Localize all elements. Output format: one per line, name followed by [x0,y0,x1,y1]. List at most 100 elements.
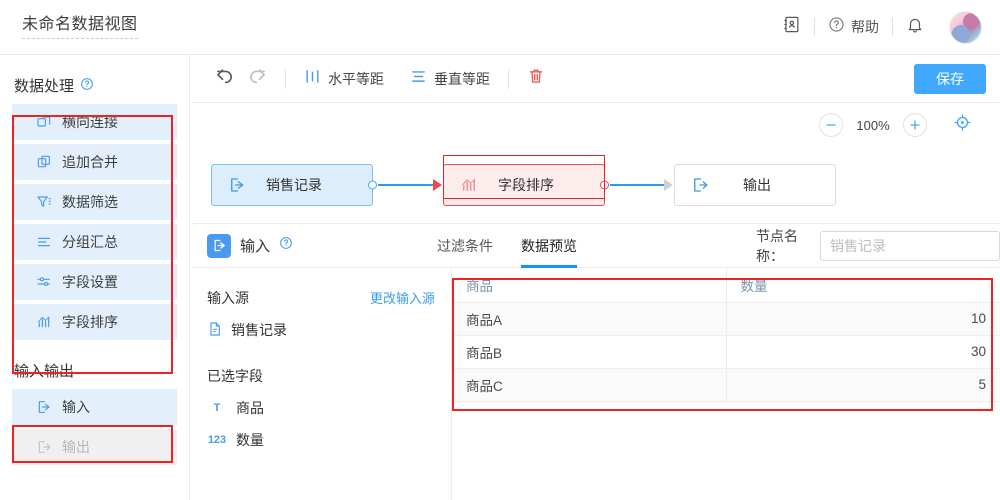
field-item-数量[interactable]: 123 数量 [207,430,435,450]
cell-quantity: 30 [725,335,1000,369]
zoom-in-button[interactable] [903,113,927,137]
sidebar-item-输入[interactable]: 输入 [12,389,177,425]
config-panel: 输入 过滤条件 数据预览 节点名称： [191,223,1000,500]
sidebar-section-label: 数据处理 [14,78,75,95]
selected-fields-label: 已选字段 [207,368,263,384]
table-row: 商品A 10 [452,302,1000,336]
join-icon [36,114,52,130]
sidebar-item-数据筛选[interactable]: 数据筛选 [12,184,177,220]
cell-product: 商品B [452,335,726,369]
flow-node-销售记录[interactable]: 销售记录 [211,164,377,206]
file-icon [207,321,223,340]
delete-button[interactable] [521,63,551,94]
node-name-label: 节点名称： [756,228,798,264]
table-header-row: 商品 数量 [452,268,1000,303]
top-bar: 未命名数据视图 [0,0,1000,55]
column-header-数量[interactable]: 数量 [725,268,1000,303]
sidebar-item-分组汇总[interactable]: 分组汇总 [12,224,177,260]
flow-arrow-1 [433,179,442,191]
node-name-group: 节点名称： [756,224,1000,268]
fit-to-screen-icon [953,113,972,137]
flow-node-字段排序[interactable]: 字段排序 [443,164,609,206]
filter-icon [36,194,52,210]
config-panel-body: 输入源 更改输入源 销售记录 已选字段 [191,268,1000,500]
flow-node-label: 字段排序 [498,177,554,193]
help-label: 帮助 [851,19,879,35]
tab-过滤条件[interactable]: 过滤条件 [437,238,493,254]
fit-to-screen-button[interactable] [953,113,972,137]
node-output-port[interactable] [368,180,377,190]
page-title[interactable]: 未命名数据视图 [22,15,138,39]
canvas-toolbar: 水平等距 垂直等距 [191,55,1000,103]
address-book-button[interactable] [769,15,814,39]
notifications-button[interactable] [893,16,937,39]
redo-button[interactable] [241,62,273,95]
zoom-level: 100% [856,117,890,133]
output-icon [36,439,52,455]
sidebar-item-字段设置[interactable]: 字段设置 [12,264,177,300]
flow-node-label: 销售记录 [266,177,322,193]
save-button[interactable]: 保存 [914,64,986,94]
sidebar-item-label: 输出 [62,439,90,455]
table-row: 商品C 5 [452,368,1000,402]
flow-edge-2 [610,184,664,186]
data-preview-table-wrap: 商品 数量 商品A 10 商品B 30 [452,268,1000,500]
sidebar-item-横向连接[interactable]: 横向连接 [12,104,177,140]
redo-icon [247,66,267,91]
table-head: 商品 数量 [452,268,1000,303]
question-circle-icon [828,16,845,38]
divider [285,68,286,89]
input-icon [36,399,52,415]
sidebar-section-title-data-processing: 数据处理 [14,75,189,96]
number-type-icon: 123 [207,434,227,446]
flow-node-label: 输出 [743,177,771,193]
address-book-icon [782,15,801,39]
zoom-out-button[interactable] [819,113,843,137]
sidebar-item-label: 追加合并 [62,154,118,170]
flow-node-输出[interactable]: 输出 [674,164,836,206]
field-settings-icon [36,274,52,290]
undo-icon [215,66,235,91]
column-header-商品[interactable]: 商品 [452,268,726,303]
undo-button[interactable] [209,62,241,95]
field-label: 商品 [236,400,264,416]
tab-数据预览[interactable]: 数据预览 [521,224,577,268]
distribute-horizontal-button[interactable]: 水平等距 [298,64,390,94]
question-circle-icon[interactable] [279,236,293,255]
help-button[interactable]: 帮助 [815,16,892,38]
change-source-link[interactable]: 更改输入源 [369,291,435,306]
distribute-vertical-label: 垂直等距 [434,70,490,87]
sidebar-list-input-output: 输入 输出 [12,389,177,465]
sidebar-item-字段排序[interactable]: 字段排序 [12,304,177,340]
panel-title: 输入 [240,238,271,255]
question-circle-icon[interactable] [80,77,94,95]
sidebar-item-label: 字段排序 [62,314,118,330]
avatar[interactable] [949,10,982,44]
input-config-column: 输入源 更改输入源 销售记录 已选字段 [191,268,452,500]
divider [814,18,815,36]
sort-fields-icon [36,314,52,330]
sidebar-item-label: 分组汇总 [62,234,118,250]
group-summary-icon [36,234,52,250]
trash-icon [527,67,545,90]
sidebar-list-data-processing: 横向连接 追加合并 数据筛选 [12,104,177,340]
cell-quantity: 10 [725,302,1000,336]
sidebar-item-追加合并[interactable]: 追加合并 [12,144,177,180]
flow-canvas[interactable]: 销售记录 字段排序 [191,147,1000,223]
cell-product: 商品C [452,368,726,402]
input-source-name: 销售记录 [231,322,287,338]
distribute-horizontal-icon [304,68,321,90]
distribute-vertical-button[interactable]: 垂直等距 [404,64,496,94]
field-item-商品[interactable]: T 商品 [207,398,435,418]
sidebar-item-label: 字段设置 [62,274,118,290]
node-output-port[interactable] [600,180,609,190]
cell-quantity: 5 [725,368,1000,402]
sidebar-item-label: 数据筛选 [62,194,118,210]
sidebar-item-label: 横向连接 [62,114,118,130]
node-name-input[interactable] [820,231,1000,261]
zoom-controls: 100% [191,103,1000,147]
distribute-vertical-icon [410,68,427,90]
input-source-value[interactable]: 销售记录 [207,320,435,340]
table-row: 商品B 30 [452,335,1000,369]
